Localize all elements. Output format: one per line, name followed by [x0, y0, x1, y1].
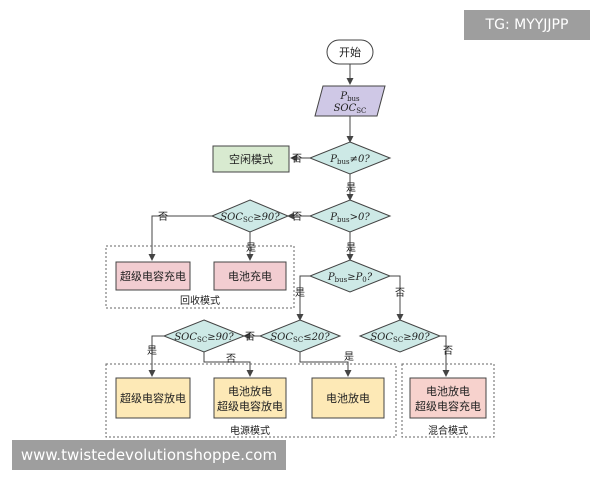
- box-label-line-2: 超级电容充电: [415, 399, 481, 413]
- edge-d3-d5: [296, 275, 310, 321]
- box-label: 电池放电: [326, 391, 370, 405]
- start-label: 开始: [339, 45, 361, 59]
- input-node: Pbus SOCSC: [314, 85, 386, 117]
- decision-text: SOCSC≥90?: [220, 212, 280, 224]
- box-sc-charge: 超级电容充电: [115, 261, 191, 291]
- decision-d1: Pbus≠0?: [308, 141, 392, 175]
- input-line-1: Pbus: [339, 91, 360, 103]
- label-no-d5: 否: [245, 331, 255, 343]
- decision-diamond: [308, 259, 392, 293]
- process-box: [409, 377, 487, 419]
- decision-text: Pbus>0?: [329, 212, 370, 224]
- edges: [148, 64, 450, 377]
- box-mixed: 电池放电 超级电容充电: [409, 377, 487, 419]
- label-yes-d7: 是: [147, 345, 157, 357]
- box-bat-discharge: 电池放电: [311, 377, 385, 419]
- process-box: [213, 377, 287, 419]
- label-no-d2: 否: [292, 211, 302, 223]
- start-node: 开始: [326, 39, 374, 65]
- decision-text: Pbus≥P0?: [327, 272, 373, 284]
- box-label: 电池充电: [228, 269, 272, 283]
- label-no-d1: 否: [292, 153, 302, 165]
- label-no-d4: 否: [158, 211, 168, 223]
- input-line-2: SOCSC: [334, 103, 367, 115]
- edge-d4-sc-charge: [148, 215, 212, 261]
- input-parallelogram: [314, 85, 386, 117]
- process-box: [212, 145, 290, 173]
- label-no-d3: 否: [395, 287, 405, 299]
- decision-d3: Pbus≥P0?: [308, 259, 392, 293]
- edge-d5-bat-discharge: [299, 352, 352, 377]
- start-terminal: [326, 39, 374, 65]
- label-no-d7: 否: [226, 353, 236, 365]
- edge-d7-sc-discharge: [148, 335, 164, 377]
- edge-d7-bat-sc-discharge: [203, 352, 254, 377]
- box-label-line-2: 超级电容放电: [217, 399, 283, 413]
- process-box: [311, 377, 385, 419]
- decision-text: SOCSC≤20?: [270, 332, 330, 344]
- label-yes-d3: 是: [295, 287, 305, 299]
- watermark-bottom: www.twistedevolutionshoppe.com: [12, 440, 286, 470]
- decision-diamond: [258, 319, 342, 353]
- box-label-line-1: 电池放电: [228, 384, 272, 398]
- decision-d6: SOCSC≥90?: [358, 319, 442, 353]
- box-label: 超级电容充电: [120, 269, 186, 283]
- box-idle: 空闲模式: [212, 145, 290, 173]
- groups: 回收模式 电源模式 混合模式: [105, 245, 495, 438]
- label-yes-d5: 是: [344, 351, 354, 363]
- box-label: 空闲模式: [229, 152, 273, 166]
- decision-text: SOCSC≥90?: [370, 332, 430, 344]
- box-label: 超级电容放电: [120, 391, 186, 405]
- group-mixed-label: 混合模式: [428, 424, 468, 437]
- edge-d6-mixed: [440, 335, 450, 377]
- decision-diamond: [162, 319, 246, 353]
- process-box: [115, 261, 191, 291]
- group-power-label: 电源模式: [230, 424, 270, 437]
- edge-labels: 否 是 否 否 是 是 是 否 否 是 否 是 否: [147, 153, 453, 365]
- box-bat-sc-discharge: 电池放电 超级电容放电: [213, 377, 287, 419]
- group-recovery-frame: [105, 245, 295, 309]
- label-yes-d4: 是: [246, 242, 256, 254]
- decision-diamond: [210, 199, 290, 233]
- decision-d4: SOCSC≥90?: [210, 199, 290, 233]
- watermark-top: TG: MYYJJPP: [464, 10, 590, 40]
- decision-diamond: [358, 319, 442, 353]
- group-power-frame: [105, 363, 397, 438]
- group-recovery-label: 回收模式: [180, 294, 220, 307]
- label-yes-d2: 是: [346, 242, 356, 254]
- box-sc-discharge: 超级电容放电: [115, 377, 191, 419]
- group-mixed-frame: [401, 363, 495, 438]
- decision-diamond: [308, 199, 392, 233]
- decision-d5: SOCSC≤20?: [258, 319, 342, 353]
- process-box: [213, 261, 287, 291]
- edge-d3-d6: [390, 275, 404, 321]
- decision-d2: Pbus>0?: [308, 199, 392, 233]
- decision-text: SOCSC≥90?: [174, 332, 234, 344]
- decision-d7: SOCSC≥90?: [162, 319, 246, 353]
- decision-text: Pbus≠0?: [329, 154, 370, 166]
- label-yes-d1: 是: [346, 182, 356, 194]
- decision-diamond: [308, 141, 392, 175]
- process-box: [115, 377, 191, 419]
- box-bat-charge: 电池充电: [213, 261, 287, 291]
- label-no-d6: 否: [443, 345, 453, 357]
- box-label-line-1: 电池放电: [426, 384, 470, 398]
